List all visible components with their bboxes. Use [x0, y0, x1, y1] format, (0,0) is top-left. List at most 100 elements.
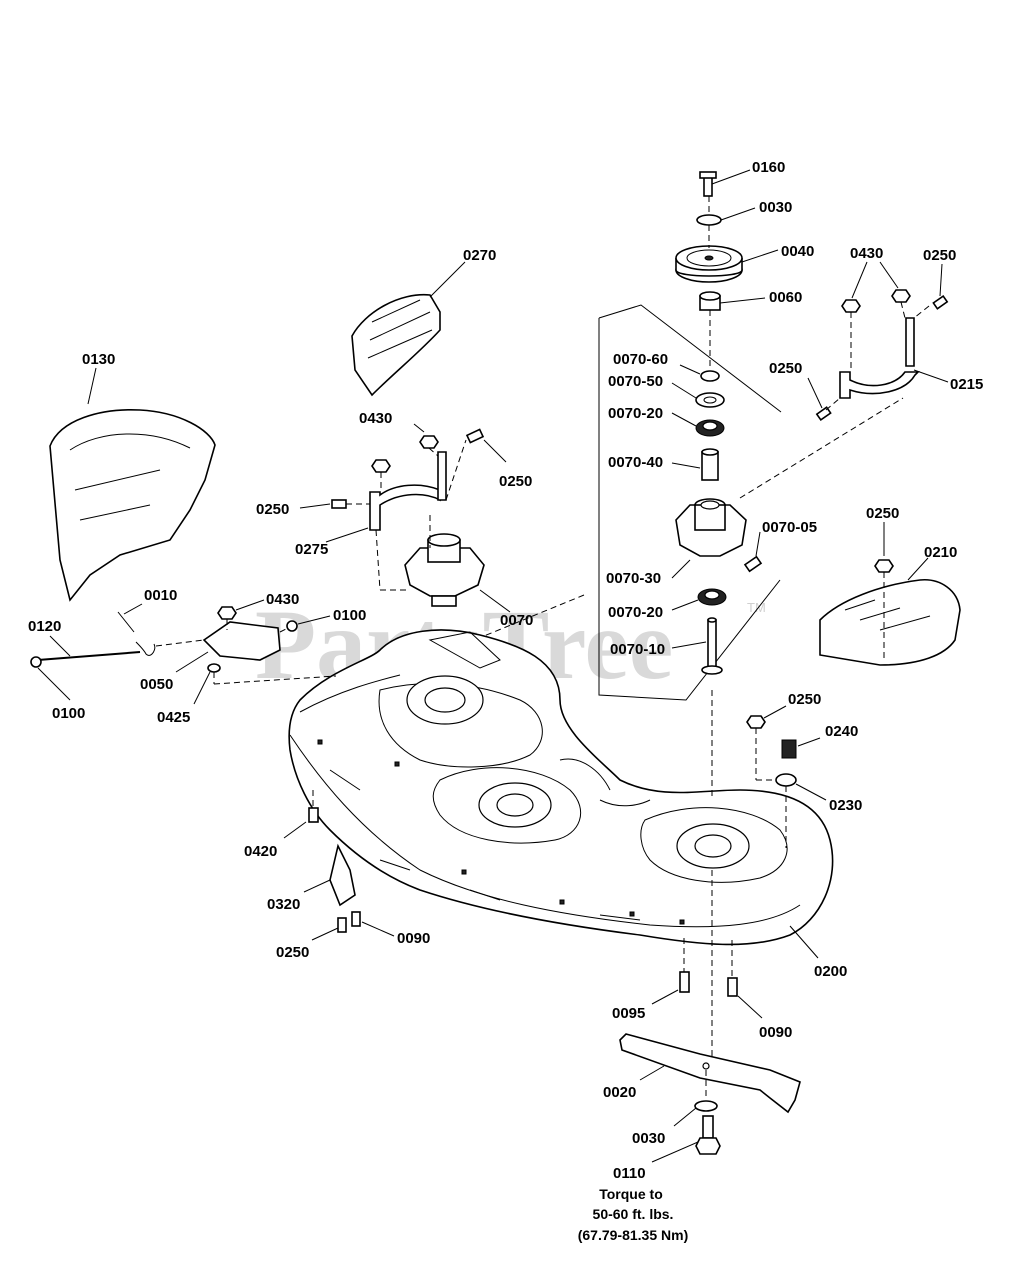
- bracket-0215: [839, 317, 920, 399]
- spindle-assembly-frame: [598, 304, 782, 701]
- spindle-cover-0270: [351, 293, 441, 397]
- label-0060: 0060: [769, 289, 802, 306]
- label-0250-shield: 0250: [866, 505, 899, 522]
- bolt-0250-bottom-left: [337, 917, 347, 933]
- label-0250-right-top: 0250: [923, 247, 956, 264]
- label-0430-left: 0430: [266, 591, 299, 608]
- label-0215: 0215: [950, 376, 983, 393]
- label-0070: 0070: [500, 612, 533, 629]
- label-0050: 0050: [140, 676, 173, 693]
- adapter-0230: [775, 773, 797, 787]
- label-0030-bottom: 0030: [632, 1130, 665, 1147]
- label-0090-right: 0090: [759, 1024, 792, 1041]
- label-0100-right: 0100: [333, 607, 366, 624]
- bracket-0050: [202, 621, 281, 661]
- nut-0430-right-a: [841, 299, 861, 313]
- bolt-0250-shield: [874, 559, 894, 573]
- label-0420: 0420: [244, 843, 277, 860]
- label-0040: 0040: [781, 243, 814, 260]
- label-0120: 0120: [28, 618, 61, 635]
- nut-0430-left: [217, 606, 237, 620]
- torque-note: Torque to 50-60 ft. lbs. (67.79-81.35 Nm…: [578, 1186, 689, 1243]
- washer-0030-bottom: [694, 1100, 718, 1112]
- shaft-0070-10: [701, 617, 723, 675]
- washer-0030-top: [696, 214, 722, 226]
- label-0070-50: 0070-50: [608, 373, 663, 390]
- grease-fitting-0070-05: [743, 555, 763, 573]
- label-0010: 0010: [144, 587, 177, 604]
- label-0095: 0095: [612, 1005, 645, 1022]
- label-0070-20-bottom: 0070-20: [608, 604, 663, 621]
- washer-0425: [207, 663, 221, 673]
- label-0275: 0275: [295, 541, 328, 558]
- seal-0070-50: [695, 392, 725, 408]
- blade-0020: [619, 1033, 801, 1114]
- nut-0430-mid-a: [419, 435, 439, 449]
- bearing-0070-20-top: [695, 419, 725, 437]
- nut-0430-right-b: [891, 289, 911, 303]
- bolt-0250-right-mid: [815, 406, 832, 422]
- rod-0120: [30, 651, 141, 668]
- label-0250-mid-left: 0250: [256, 501, 289, 518]
- spindle-assembly-0070: [404, 533, 485, 607]
- label-0240: 0240: [825, 723, 858, 740]
- bolt-0250-mid-right: [465, 428, 485, 444]
- bushing-0060: [699, 291, 721, 311]
- label-0070-20-top: 0070-20: [608, 405, 663, 422]
- label-0090-left: 0090: [397, 930, 430, 947]
- nut-0430-mid-b: [371, 459, 391, 473]
- bolt-0250-fitting: [746, 715, 766, 729]
- part-labels: 0160 0030 0040 0060 0430 0250 0215 0250 …: [28, 159, 983, 1182]
- label-0250-right-mid: 0250: [769, 360, 802, 377]
- nut-0100-right: [286, 620, 298, 632]
- label-0425: 0425: [157, 709, 190, 726]
- label-0250-bottom-left: 0250: [276, 944, 309, 961]
- label-0250-fitting: 0250: [788, 691, 821, 708]
- label-0200: 0200: [814, 963, 847, 980]
- mower-deck-0200: [288, 629, 834, 946]
- label-0250-mid-right: 0250: [499, 473, 532, 490]
- bolt-0095: [679, 971, 690, 993]
- label-0320: 0320: [267, 896, 300, 913]
- leader-lines: [37, 169, 949, 1163]
- fitting-0240: [781, 739, 797, 759]
- baffle-0320: [329, 843, 356, 907]
- label-0070-40: 0070-40: [608, 454, 663, 471]
- ring-0070-60: [700, 370, 720, 382]
- label-0110: 0110: [613, 1165, 646, 1182]
- bolt-0090-right: [727, 977, 738, 997]
- label-0160: 0160: [752, 159, 785, 176]
- spring-0010: [117, 611, 156, 656]
- torque-note-line1: Torque to: [599, 1186, 663, 1202]
- discharge-chute-0130: [49, 409, 216, 602]
- label-0430-mid: 0430: [359, 410, 392, 427]
- label-0070-30: 0070-30: [606, 570, 661, 587]
- torque-note-line3: (67.79-81.35 Nm): [578, 1227, 689, 1243]
- pulley-0040: [675, 245, 743, 283]
- bolt-0420: [308, 807, 319, 823]
- bolt-0250-mid-left: [331, 499, 347, 509]
- torque-note-line2: 50-60 ft. lbs.: [593, 1206, 674, 1222]
- assembly-dashed-lines: [155, 196, 930, 1100]
- bolt-0110: [695, 1115, 721, 1155]
- label-0020: 0020: [603, 1084, 636, 1101]
- bolt-0250-right-top: [932, 294, 949, 310]
- label-0100-left: 0100: [52, 705, 85, 722]
- bolt-0090-left: [351, 911, 361, 927]
- label-0210: 0210: [924, 544, 957, 561]
- bolt-0160: [699, 171, 717, 197]
- label-0270: 0270: [463, 247, 496, 264]
- belt-shield-0210: [819, 579, 961, 666]
- label-0070-10: 0070-10: [610, 641, 665, 658]
- label-0430-right: 0430: [850, 245, 883, 262]
- label-0230: 0230: [829, 797, 862, 814]
- label-0130: 0130: [82, 351, 115, 368]
- spacer-0070-40: [701, 448, 719, 481]
- bearing-0070-20-bottom: [697, 588, 727, 606]
- label-0070-60: 0070-60: [613, 351, 668, 368]
- label-0030-top: 0030: [759, 199, 792, 216]
- label-0070-05: 0070-05: [762, 519, 817, 536]
- bracket-0275: [369, 451, 447, 531]
- spindle-housing-0070-30: [675, 498, 747, 557]
